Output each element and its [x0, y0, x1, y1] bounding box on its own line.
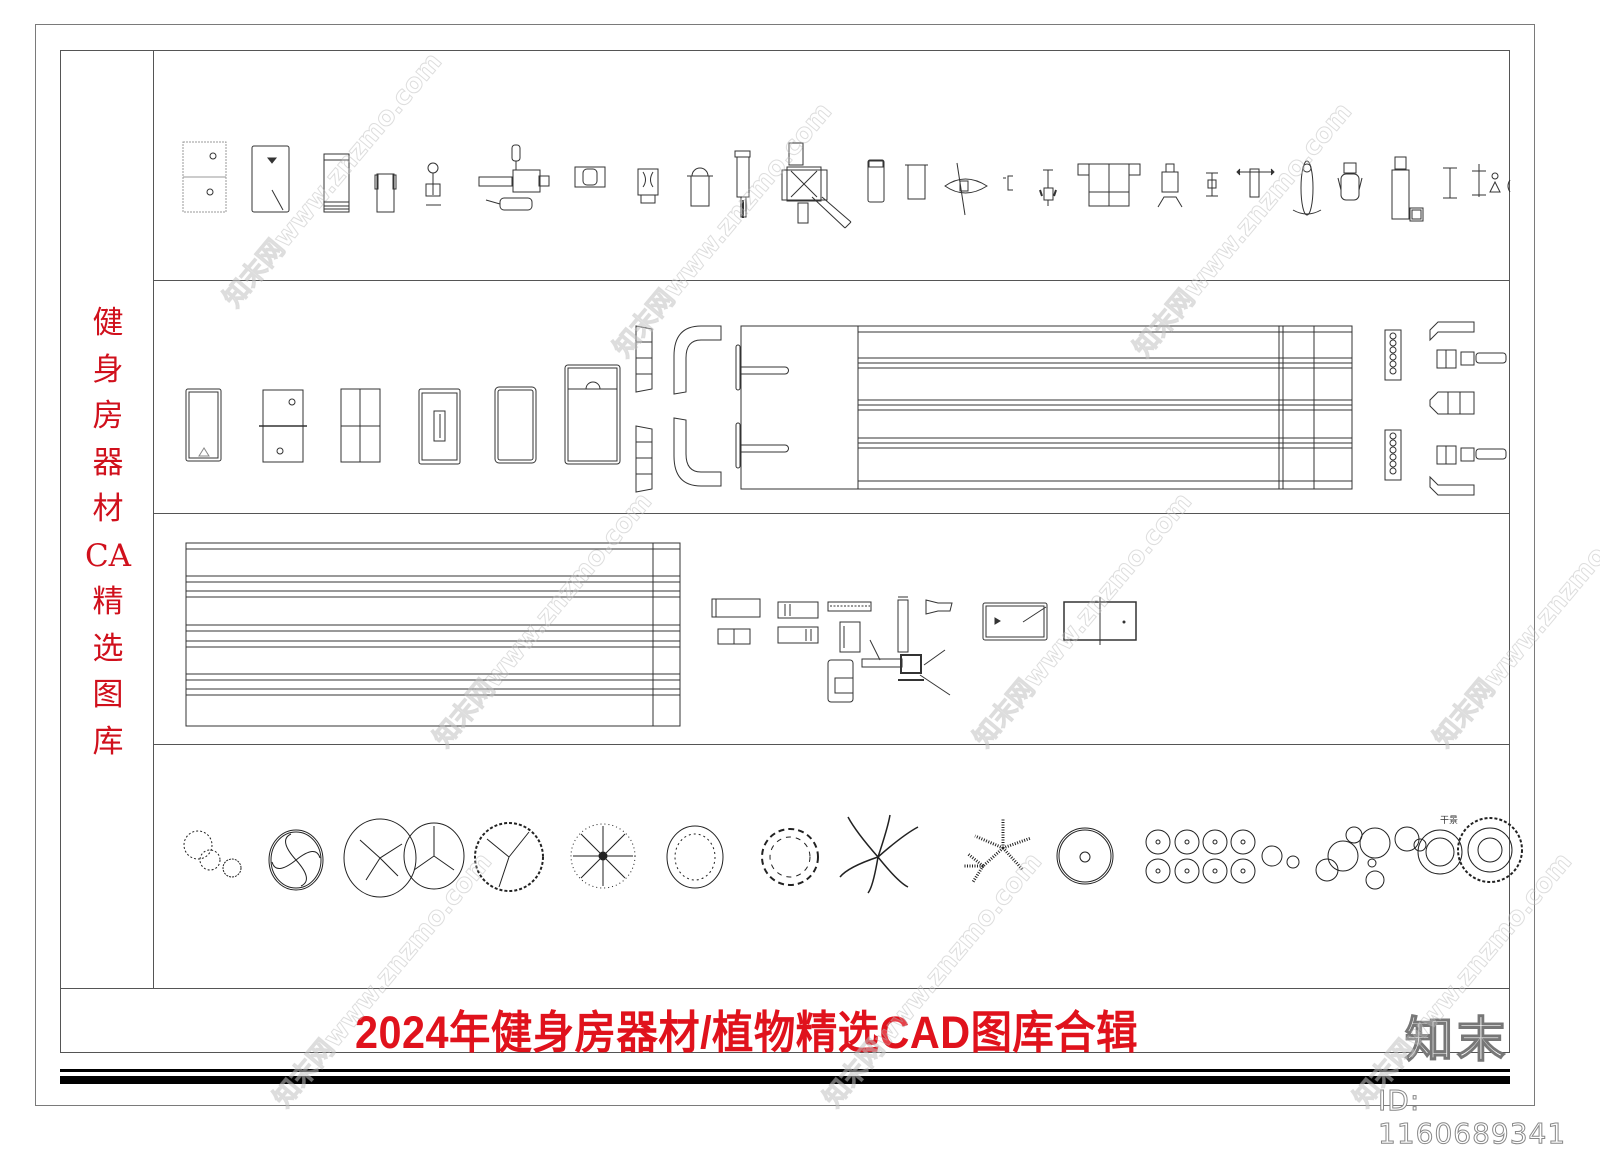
side-title-char: 图	[92, 677, 124, 713]
tree-pair-icon	[343, 818, 465, 898]
air-hockey-icon	[418, 388, 461, 465]
spin-bike-icon	[1039, 169, 1057, 206]
bench-icon	[867, 159, 885, 203]
ping-pong-table-small-icon	[1063, 597, 1137, 645]
row-divider	[154, 280, 1510, 281]
cable-cross-icon	[781, 142, 852, 229]
kayak-icon	[944, 162, 988, 216]
tall-bench-icon	[905, 164, 928, 200]
side-title-char: 身	[92, 351, 124, 388]
billiard-table-icon	[494, 386, 537, 464]
rowing-machine-icon	[1292, 160, 1322, 216]
side-title: 健 身 房 器 材 CA 精 选 图 库	[80, 300, 136, 765]
brand-logo: 知末	[1404, 1011, 1510, 1068]
side-title-char: 精	[92, 584, 124, 620]
side-title-char: 健	[92, 305, 124, 341]
palm-circle-icon	[268, 829, 324, 891]
side-title-column	[60, 50, 154, 988]
bowling-lane-block-icon	[185, 542, 681, 727]
row-divider	[154, 513, 1510, 514]
press-stations-icon	[777, 601, 819, 644]
ball-returns-icon	[1384, 329, 1402, 481]
plant-label: 干景	[1440, 816, 1459, 826]
side-title-char: CA	[84, 537, 132, 574]
shrub-cluster-icon	[183, 830, 242, 878]
dumbbell-rack-icon	[1236, 168, 1275, 198]
bench-pair-icon	[711, 598, 761, 645]
fern-spray-icon	[839, 814, 919, 894]
side-title-char: 房	[92, 398, 124, 434]
multi-gym-icon	[827, 596, 953, 703]
multi-station-icon	[478, 144, 550, 211]
seated-row-icon	[1157, 163, 1183, 208]
pool-table-small-icon	[982, 602, 1048, 641]
dotted-canopy-icon	[666, 825, 724, 889]
lounge-seating-icon	[1429, 321, 1507, 496]
sheet-title: 2024年健身房器材/植物精选CAD图库合辑	[355, 1007, 1139, 1058]
side-title-char: 材	[92, 491, 124, 527]
side-title-char: 器	[92, 444, 124, 481]
dry-landscape-icon	[1417, 817, 1523, 883]
seat-unit-icon	[687, 167, 713, 207]
card-table-icon	[340, 388, 381, 463]
pool-table-icon	[251, 145, 290, 213]
circle-grid-icon	[1145, 829, 1256, 884]
chair-press-icon	[574, 166, 606, 188]
ring-shrub-icon	[761, 828, 819, 886]
gym-equipment-row	[182, 141, 1511, 229]
barbell-stand-icon	[1443, 167, 1457, 199]
treadmill-panel-icon	[182, 141, 227, 213]
stepper-icon	[323, 153, 350, 213]
title-rule-thick	[60, 1076, 1510, 1084]
leg-press-icon	[637, 168, 659, 204]
ping-pong-table-icon	[259, 389, 307, 463]
row-divider	[154, 744, 1510, 745]
chain-mat-icon	[827, 601, 872, 612]
star-palm-icon	[963, 818, 1032, 883]
snooker-table-icon	[564, 364, 621, 465]
scattered-circles-icon	[1261, 826, 1427, 890]
bowling-lanes-icon	[735, 325, 1353, 490]
weight-tree-icon	[1472, 164, 1501, 197]
curved-sofa-icon	[673, 325, 722, 487]
small-press-icon	[1206, 172, 1218, 197]
burst-tree-icon	[570, 823, 636, 889]
handle-icon	[1003, 175, 1013, 191]
lanes-and-stations-row	[185, 542, 1137, 727]
curl-machine-icon	[1507, 179, 1511, 193]
asset-id-label: ID: 1160689341	[1378, 1084, 1567, 1150]
dense-tree-icon	[474, 822, 544, 892]
side-title-char: 库	[92, 723, 124, 760]
plants-row	[183, 814, 1523, 898]
elliptical-icon	[1337, 162, 1363, 201]
outer-drawing-frame	[35, 24, 1535, 1106]
title-rule-thin	[60, 1069, 1510, 1072]
tables-and-lanes-row	[185, 321, 1507, 496]
inner-drawing-frame	[60, 50, 1510, 1053]
sofa-sections-icon	[635, 325, 653, 493]
flat-bench-icon	[1391, 156, 1424, 222]
side-title-char: 选	[92, 630, 124, 667]
rowing-unit-icon	[374, 173, 397, 213]
lat-pulldown-icon	[734, 150, 751, 218]
pool-table-a-icon	[185, 388, 222, 462]
exercise-bike-icon	[425, 162, 441, 206]
simple-circle-icon	[1056, 827, 1114, 885]
title-block-divider	[60, 988, 1510, 989]
double-station-icon	[1077, 163, 1141, 207]
